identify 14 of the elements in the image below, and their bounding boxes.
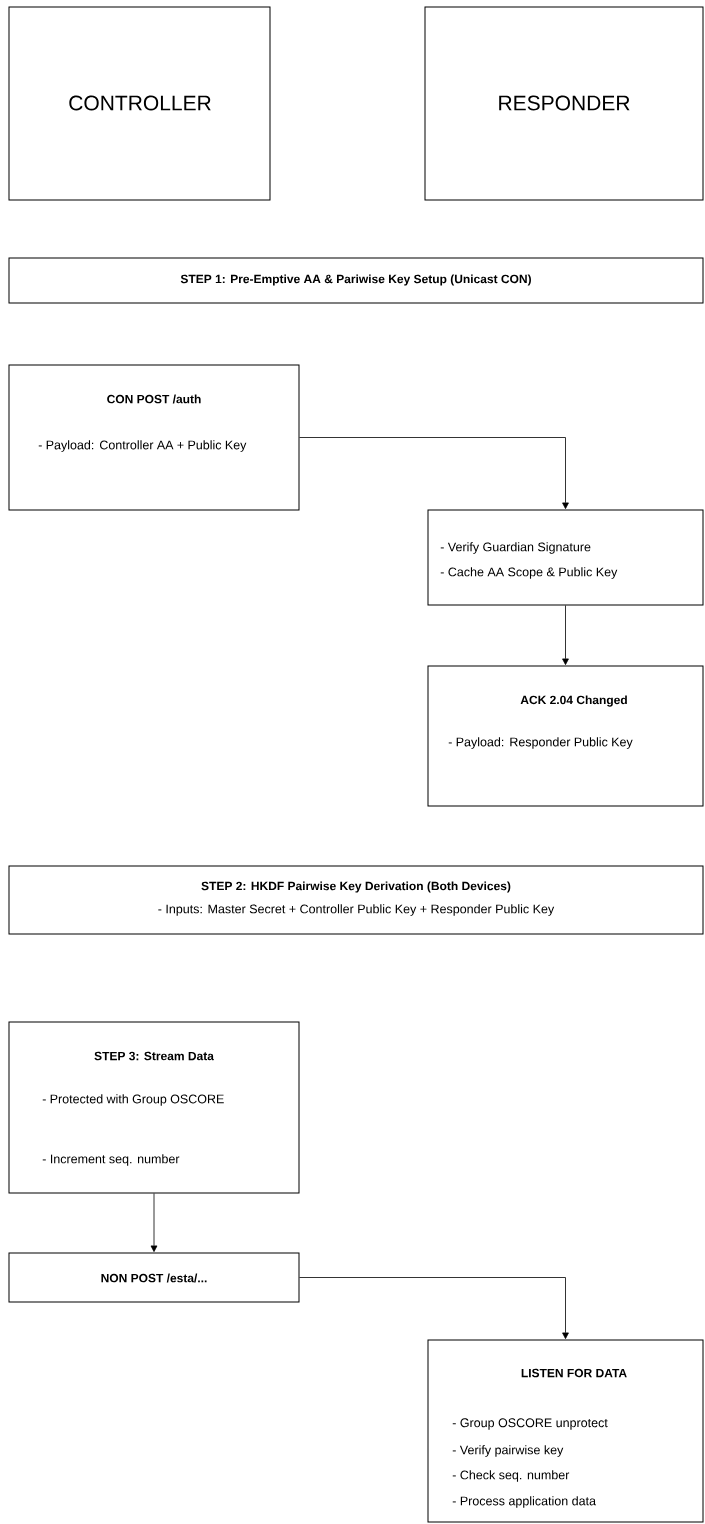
message-box: CON POST /auth - Payload: Controller AA + Public Key [8, 364, 300, 511]
message-box: ACK 2.04 Changed - Payload: Responder Public Key [427, 665, 704, 807]
device-box: RESPONDER [424, 6, 704, 201]
step-box: LISTEN FOR DATA - Group OSCORE unprotect - Verify pairwise key - Check seq. number - Process application data [427, 1339, 704, 1523]
step-banner: STEP 1: Pre-Emptive AA & Pariwise Key Setup (Unicast CON) [8, 257, 704, 304]
step-banner: STEP 2: HKDF Pairwise Key Derivation (Both Devices) - Inputs: Master Secret + Controller Public Key + Responder Public Key [8, 865, 704, 935]
arrow [562, 605, 569, 665]
process-box: - Verify Guardian Signature - Cache AA Scope & Public Key [427, 509, 704, 606]
step-box: STEP 3: Stream Data - Protected with Group OSCORE - Increment seq. number [8, 1021, 300, 1194]
arrow [299, 1277, 569, 1339]
arrow [150, 1193, 158, 1252]
message-box: NON POST /esta/... [8, 1252, 300, 1303]
arrow [299, 437, 569, 509]
device-box: CONTROLLER [8, 6, 271, 201]
